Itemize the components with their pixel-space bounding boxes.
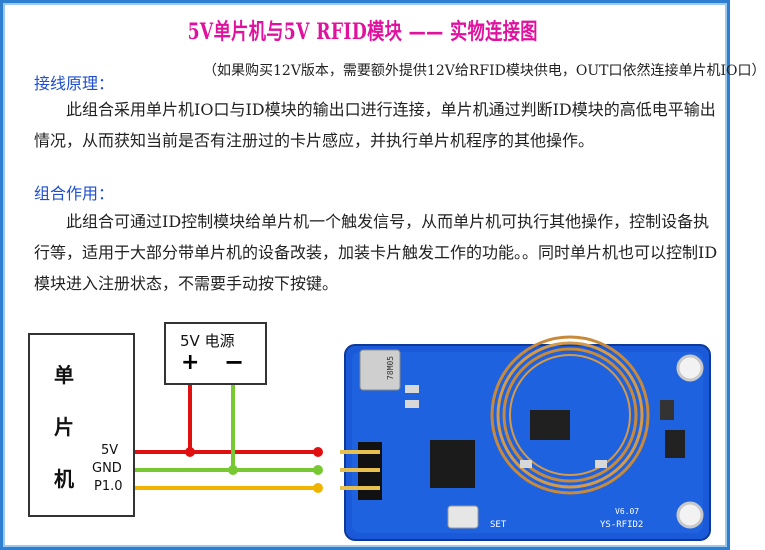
set-label: SET [490,520,507,530]
section-body-principle: 此组合采用单片机IO口与ID模块的输出口进行连接，单片机通过判断ID模块的高低电… [34,100,716,150]
wire-joint-d5v [185,447,195,457]
page-title: 5V单片机与5V RFID模块 —— 实物连接图 [187,19,538,45]
rfid-board: 78M05 SET V6.07 YS-RFID2 [340,335,711,541]
antenna-coil [490,335,650,495]
wires [133,383,323,493]
crystal-label: 78M05 [386,356,395,380]
wire-joint-egnd [313,465,323,475]
power-supply-box: 5V 电源 + − [164,322,267,385]
mcu-label-char-1: 单 [54,363,74,387]
section-heading-principle: 接线原理： [34,74,115,93]
set-button[interactable] [447,505,479,529]
wire-joint-dgnd [228,465,238,475]
mcu-box: 单 片 机 5V GND P1.0 [28,333,135,517]
version-label: V6.07 [615,507,639,516]
mcu-label-char-2: 片 [54,415,74,439]
power-minus-terminal: − [224,348,245,376]
power-plus-terminal: + [181,350,200,375]
pin-gnd: GND [92,461,122,476]
voltage-note: （如果购买12V版本，需要额外提供12V给RFID模块供电，OUT口依然连接单片… [203,63,765,79]
pin-5v: 5V [101,443,119,458]
section-heading-function: 组合作用： [34,184,115,203]
wire-joint-ep10 [313,483,323,493]
model-label: YS-RFID2 [600,520,643,530]
wiring-diagram: 78M05 SET V6.07 YS-RFID2 [133,335,711,541]
power-supply-label: 5V 电源 [180,332,235,350]
ic-chip-2 [530,410,570,440]
mcu-label-char-3: 机 [54,467,74,491]
ic-chip [430,440,475,488]
pin-p10: P1.0 [94,479,123,494]
section-body-function: 此组合可通过ID控制模块给单片机一个触发信号，从而单片机可执行其他操作，控制设备… [34,212,718,293]
wire-joint-e5v [313,447,323,457]
page-frame [0,0,730,550]
